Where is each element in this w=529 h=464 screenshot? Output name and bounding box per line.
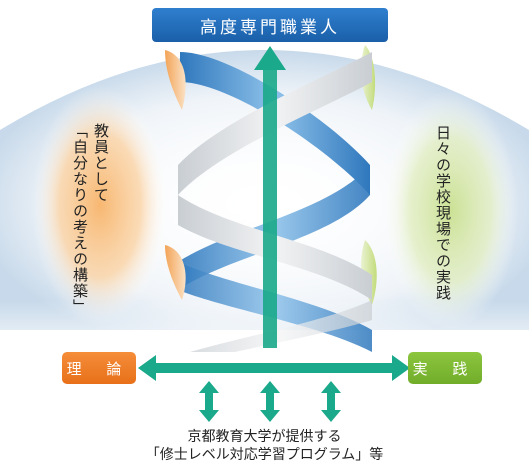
helix-orange-cap [165,245,186,300]
vertical-double-arrow-icon [199,381,219,422]
horizontal-double-arrow-icon [138,355,410,381]
practice-description: 日々の学校現場での実践 [434,125,452,301]
practice-label: 実 践 [408,352,482,384]
vertical-double-arrow-icon [260,381,280,422]
theory-glow [32,85,168,325]
helix-blue-ribbon [180,52,370,195]
program-caption-line1: 京都教育大学が提供する [187,429,342,445]
program-caption-line2: 「修士レベル対応学習プログラム」等 [145,447,384,463]
theory-description: 教員として 「自分なりの考えの構築」 [69,123,111,323]
practice-glow [382,90,518,330]
theory-description-line2: 「自分なりの考えの構築」 [71,123,89,315]
helix-light-ribbon [190,300,372,352]
helix-orange-cap [165,50,186,110]
theory-label: 理 論 [62,352,136,384]
theory-description-line1: 教員として [92,123,110,203]
up-arrow-icon [254,46,286,348]
vertical-double-arrow-icon [321,381,341,422]
title-box: 高度専門職業人 [152,8,388,42]
